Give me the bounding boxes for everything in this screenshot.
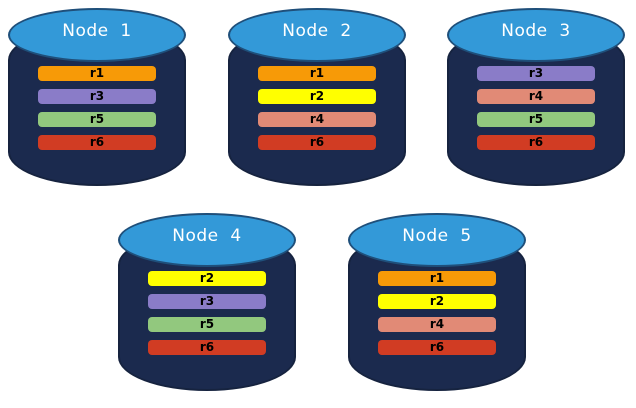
replica-stack-3: r3 r4 r5 r6: [477, 66, 595, 150]
replica-bar[interactable]: r1: [258, 66, 376, 81]
replica-bar[interactable]: r2: [258, 89, 376, 104]
replica-bar[interactable]: r6: [477, 135, 595, 150]
replica-bar[interactable]: r2: [378, 294, 496, 309]
replica-stack-5: r1 r2 r4 r6: [378, 271, 496, 355]
replica-bar[interactable]: r1: [378, 271, 496, 286]
node-cylinder-4[interactable]: Node 4 r2 r3 r5 r6: [118, 211, 296, 397]
cylinder-top-4: [118, 213, 296, 267]
node-cylinder-3[interactable]: Node 3 r3 r4 r5 r6: [447, 6, 625, 192]
replica-bar[interactable]: r5: [38, 112, 156, 127]
node-label-2: Node 2: [282, 21, 352, 41]
node-cylinder-1[interactable]: Node 1 r1 r3 r5 r6: [8, 6, 186, 192]
replica-bar[interactable]: r6: [258, 135, 376, 150]
cylinder-top-2: [228, 8, 406, 62]
replica-bar[interactable]: r3: [148, 294, 266, 309]
node-label-1: Node 1: [62, 21, 132, 41]
cylinder-top-3: [447, 8, 625, 62]
replica-bar[interactable]: r1: [38, 66, 156, 81]
node-label-4: Node 4: [172, 226, 242, 246]
replica-bar[interactable]: r3: [38, 89, 156, 104]
cylinder-top-1: [8, 8, 186, 62]
replica-stack-4: r2 r3 r5 r6: [148, 271, 266, 355]
node-cylinder-5[interactable]: Node 5 r1 r2 r4 r6: [348, 211, 526, 397]
replica-bar[interactable]: r6: [38, 135, 156, 150]
replica-bar[interactable]: r4: [378, 317, 496, 332]
replica-bar[interactable]: r5: [477, 112, 595, 127]
node-cylinder-2[interactable]: Node 2 r1 r2 r4 r6: [228, 6, 406, 192]
replica-bar[interactable]: r5: [148, 317, 266, 332]
replica-bar[interactable]: r6: [378, 340, 496, 355]
replica-stack-2: r1 r2 r4 r6: [258, 66, 376, 150]
replica-stack-1: r1 r3 r5 r6: [38, 66, 156, 150]
replica-bar[interactable]: r4: [258, 112, 376, 127]
replica-bar[interactable]: r2: [148, 271, 266, 286]
node-label-3: Node 3: [501, 21, 571, 41]
replica-bar[interactable]: r3: [477, 66, 595, 81]
cylinder-top-5: [348, 213, 526, 267]
node-label-5: Node 5: [402, 226, 472, 246]
replica-bar[interactable]: r4: [477, 89, 595, 104]
replica-bar[interactable]: r6: [148, 340, 266, 355]
